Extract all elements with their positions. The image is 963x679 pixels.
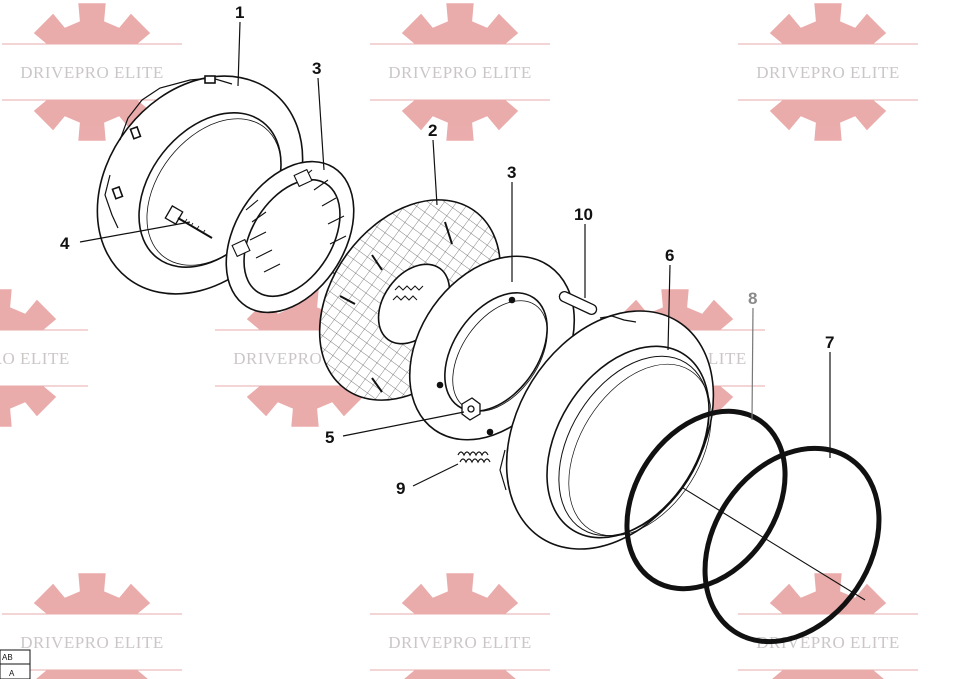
- part-10-pin: [558, 291, 598, 315]
- callout-4: 4: [60, 234, 70, 253]
- watermark-text: DRIVEPRO ELITE: [388, 63, 531, 82]
- watermark-gear: DRIVEPRO ELITE: [370, 3, 550, 141]
- watermark-band: [370, 44, 550, 100]
- corner-tab-bottom: A: [9, 669, 15, 678]
- watermark-text: DRIVEPRO ELITE: [20, 63, 163, 82]
- watermark-gear: DRIVEPRO ELITE: [738, 573, 918, 679]
- part-7-seal-ring: [702, 445, 882, 645]
- callout-3-right: 3: [507, 163, 516, 182]
- watermark-text: DRIVEPRO ELITE: [0, 349, 70, 368]
- part-9-spring: [457, 451, 491, 464]
- watermark-band: [738, 44, 918, 100]
- part-5-nut: [461, 397, 481, 421]
- leader-lines: [79, 21, 831, 487]
- watermark-layer: DRIVEPRO ELITE DRIVEPRO ELITE DRIVEPRO ELI…: [0, 3, 918, 679]
- watermark-band: [2, 614, 182, 670]
- callout-3-left: 3: [312, 59, 321, 78]
- watermark-gear: DRIVEPRO ELITE: [2, 573, 182, 679]
- part-3-spring-disc-left: [225, 160, 355, 314]
- part-8-seal-ring: [624, 408, 788, 592]
- callout-10: 10: [574, 205, 593, 224]
- callout-9: 9: [396, 479, 405, 498]
- callout-2: 2: [428, 121, 437, 140]
- watermark-gear: DRIVEPRO ELITE: [0, 289, 88, 427]
- watermark-band: [0, 330, 88, 386]
- corner-reference-tab: AB A: [0, 649, 31, 679]
- callout-7: 7: [825, 333, 834, 352]
- callout-5: 5: [325, 428, 334, 447]
- watermark-band: [370, 614, 550, 670]
- watermark-band: [2, 44, 182, 100]
- callout-labels: 1 3 2 3 4 10 6 8 7 5 9: [60, 3, 834, 498]
- callout-1: 1: [235, 3, 244, 22]
- watermark-text: DRIVEPRO ELITE: [20, 633, 163, 652]
- part-6-piston-housing: [499, 310, 715, 550]
- part-4-bolt: [164, 205, 213, 239]
- watermark-text: DRIVEPRO ELITE: [756, 63, 899, 82]
- watermark-gear: DRIVEPRO ELITE: [370, 573, 550, 679]
- corner-tab-top: AB: [2, 653, 13, 662]
- callout-6: 6: [665, 246, 674, 265]
- watermark-gear: DRIVEPRO ELITE: [2, 3, 182, 141]
- watermark-text: DRIVEPRO ELITE: [388, 633, 531, 652]
- callout-8: 8: [748, 289, 757, 308]
- watermark-gear: DRIVEPRO ELITE: [738, 3, 918, 141]
